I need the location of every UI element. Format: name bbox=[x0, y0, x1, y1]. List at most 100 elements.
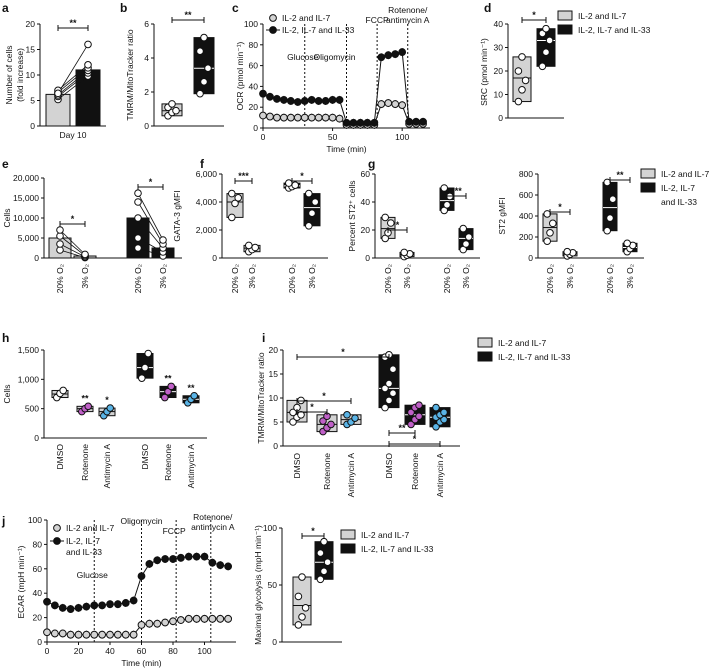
x-tick-label: DMSO bbox=[140, 444, 150, 470]
x-tick-label: 50 bbox=[328, 132, 338, 142]
data-point bbox=[293, 113, 302, 122]
pair-line bbox=[137, 237, 164, 253]
x-tick-label: Antimycin A bbox=[435, 453, 445, 498]
significance-label: ** bbox=[69, 18, 77, 28]
significance-label: * bbox=[558, 202, 562, 212]
significance-label: * bbox=[341, 347, 345, 357]
data-point bbox=[161, 393, 169, 402]
data-point bbox=[459, 224, 468, 233]
y-tick-label: 20,000 bbox=[13, 173, 39, 183]
y-tick-label: 20 bbox=[249, 102, 259, 112]
data-point bbox=[121, 599, 130, 607]
y-tick-label: 0 bbox=[253, 123, 258, 133]
significance-label: * bbox=[532, 10, 536, 20]
data-point bbox=[196, 47, 204, 56]
pair-line bbox=[137, 217, 164, 249]
data-point bbox=[311, 198, 320, 206]
significance-label: * bbox=[413, 434, 417, 444]
data-point bbox=[208, 614, 217, 623]
y-tick-label: 60 bbox=[361, 169, 371, 179]
y-tick-label: 0 bbox=[30, 121, 35, 131]
data-point bbox=[385, 396, 393, 405]
y-tick-label: 60 bbox=[249, 61, 259, 71]
y-tick-label: 60 bbox=[33, 564, 43, 574]
data-point bbox=[546, 229, 554, 237]
y-tick-label: 20 bbox=[361, 225, 371, 235]
data-point bbox=[82, 630, 91, 639]
pair-line bbox=[57, 72, 89, 97]
data-point bbox=[543, 237, 552, 245]
y-axis-label: ECAR (mpH min⁻¹) bbox=[16, 545, 26, 618]
data-point bbox=[328, 96, 337, 104]
legend-label: IL-2 and IL-7 bbox=[661, 169, 709, 179]
x-tick-label: 100 bbox=[395, 132, 409, 142]
data-point bbox=[84, 61, 92, 69]
data-point bbox=[200, 614, 209, 623]
y-tick-label: 0 bbox=[273, 441, 278, 451]
x-tick-label: Antimycin A bbox=[102, 444, 112, 489]
data-point bbox=[432, 423, 440, 431]
data-point bbox=[415, 412, 423, 421]
data-point bbox=[342, 118, 351, 127]
legend-label: IL-2 and IL-7 bbox=[66, 523, 114, 533]
injection-label: FCCP bbox=[163, 526, 186, 536]
series-line bbox=[46, 556, 229, 610]
injection-label: Rotenone/ bbox=[388, 5, 428, 15]
y-tick-label: 5,000 bbox=[18, 233, 40, 243]
y-tick-label: 6 bbox=[144, 19, 149, 29]
data-point bbox=[407, 420, 415, 429]
legend-swatch bbox=[477, 351, 493, 362]
injection-label: antimycin A bbox=[191, 522, 235, 532]
data-point bbox=[153, 619, 162, 628]
data-point bbox=[415, 401, 423, 410]
data-point bbox=[412, 117, 420, 126]
data-point bbox=[129, 596, 138, 605]
y-tick-label: 40 bbox=[249, 81, 259, 91]
data-point bbox=[50, 601, 59, 610]
y-tick-label: 80 bbox=[249, 40, 259, 50]
y-axis-label: TMRM/MitoTracker ratio bbox=[125, 29, 135, 121]
data-point bbox=[440, 415, 448, 424]
data-point bbox=[59, 386, 68, 395]
data-point bbox=[90, 630, 99, 639]
data-point bbox=[273, 113, 281, 122]
data-point bbox=[56, 226, 64, 234]
data-point bbox=[81, 250, 89, 259]
pair-line bbox=[59, 235, 86, 256]
data-point bbox=[316, 549, 325, 557]
data-point bbox=[172, 106, 180, 115]
data-point bbox=[563, 247, 572, 256]
data-point bbox=[319, 417, 327, 425]
y-tick-label: 40 bbox=[361, 197, 371, 207]
data-point bbox=[391, 50, 400, 59]
data-point bbox=[200, 33, 208, 42]
data-point bbox=[321, 113, 330, 122]
pair-line bbox=[57, 67, 89, 93]
significance-label: ** bbox=[81, 393, 89, 403]
x-tick-label: 20% O₂ bbox=[545, 264, 555, 293]
pair-line bbox=[57, 44, 89, 94]
x-tick-label: 20% O₂ bbox=[287, 264, 297, 293]
data-point bbox=[208, 558, 217, 567]
data-point bbox=[192, 614, 201, 623]
legend-label: IL-2, IL-7 bbox=[66, 536, 100, 546]
data-point bbox=[144, 349, 152, 358]
legend-swatch bbox=[340, 543, 356, 554]
y-axis-label: SRC (pmol min⁻¹) bbox=[479, 38, 489, 106]
data-point bbox=[43, 597, 51, 606]
data-point bbox=[381, 384, 389, 393]
panel-label: c bbox=[232, 1, 239, 15]
y-tick-label: 0 bbox=[498, 113, 503, 123]
data-point bbox=[84, 402, 92, 411]
y-tick-label: 10 bbox=[494, 90, 504, 100]
x-tick-label: Rotenone bbox=[163, 444, 173, 481]
legend-swatch bbox=[557, 24, 573, 35]
data-point bbox=[305, 222, 313, 230]
data-point bbox=[323, 558, 332, 567]
data-point bbox=[294, 621, 303, 629]
data-point bbox=[603, 226, 612, 235]
y-tick-label: 15 bbox=[26, 45, 36, 55]
x-axis-label: Time (min) bbox=[121, 658, 161, 668]
significance-label: ** bbox=[184, 10, 192, 20]
x-tick-label: DMSO bbox=[55, 444, 65, 470]
